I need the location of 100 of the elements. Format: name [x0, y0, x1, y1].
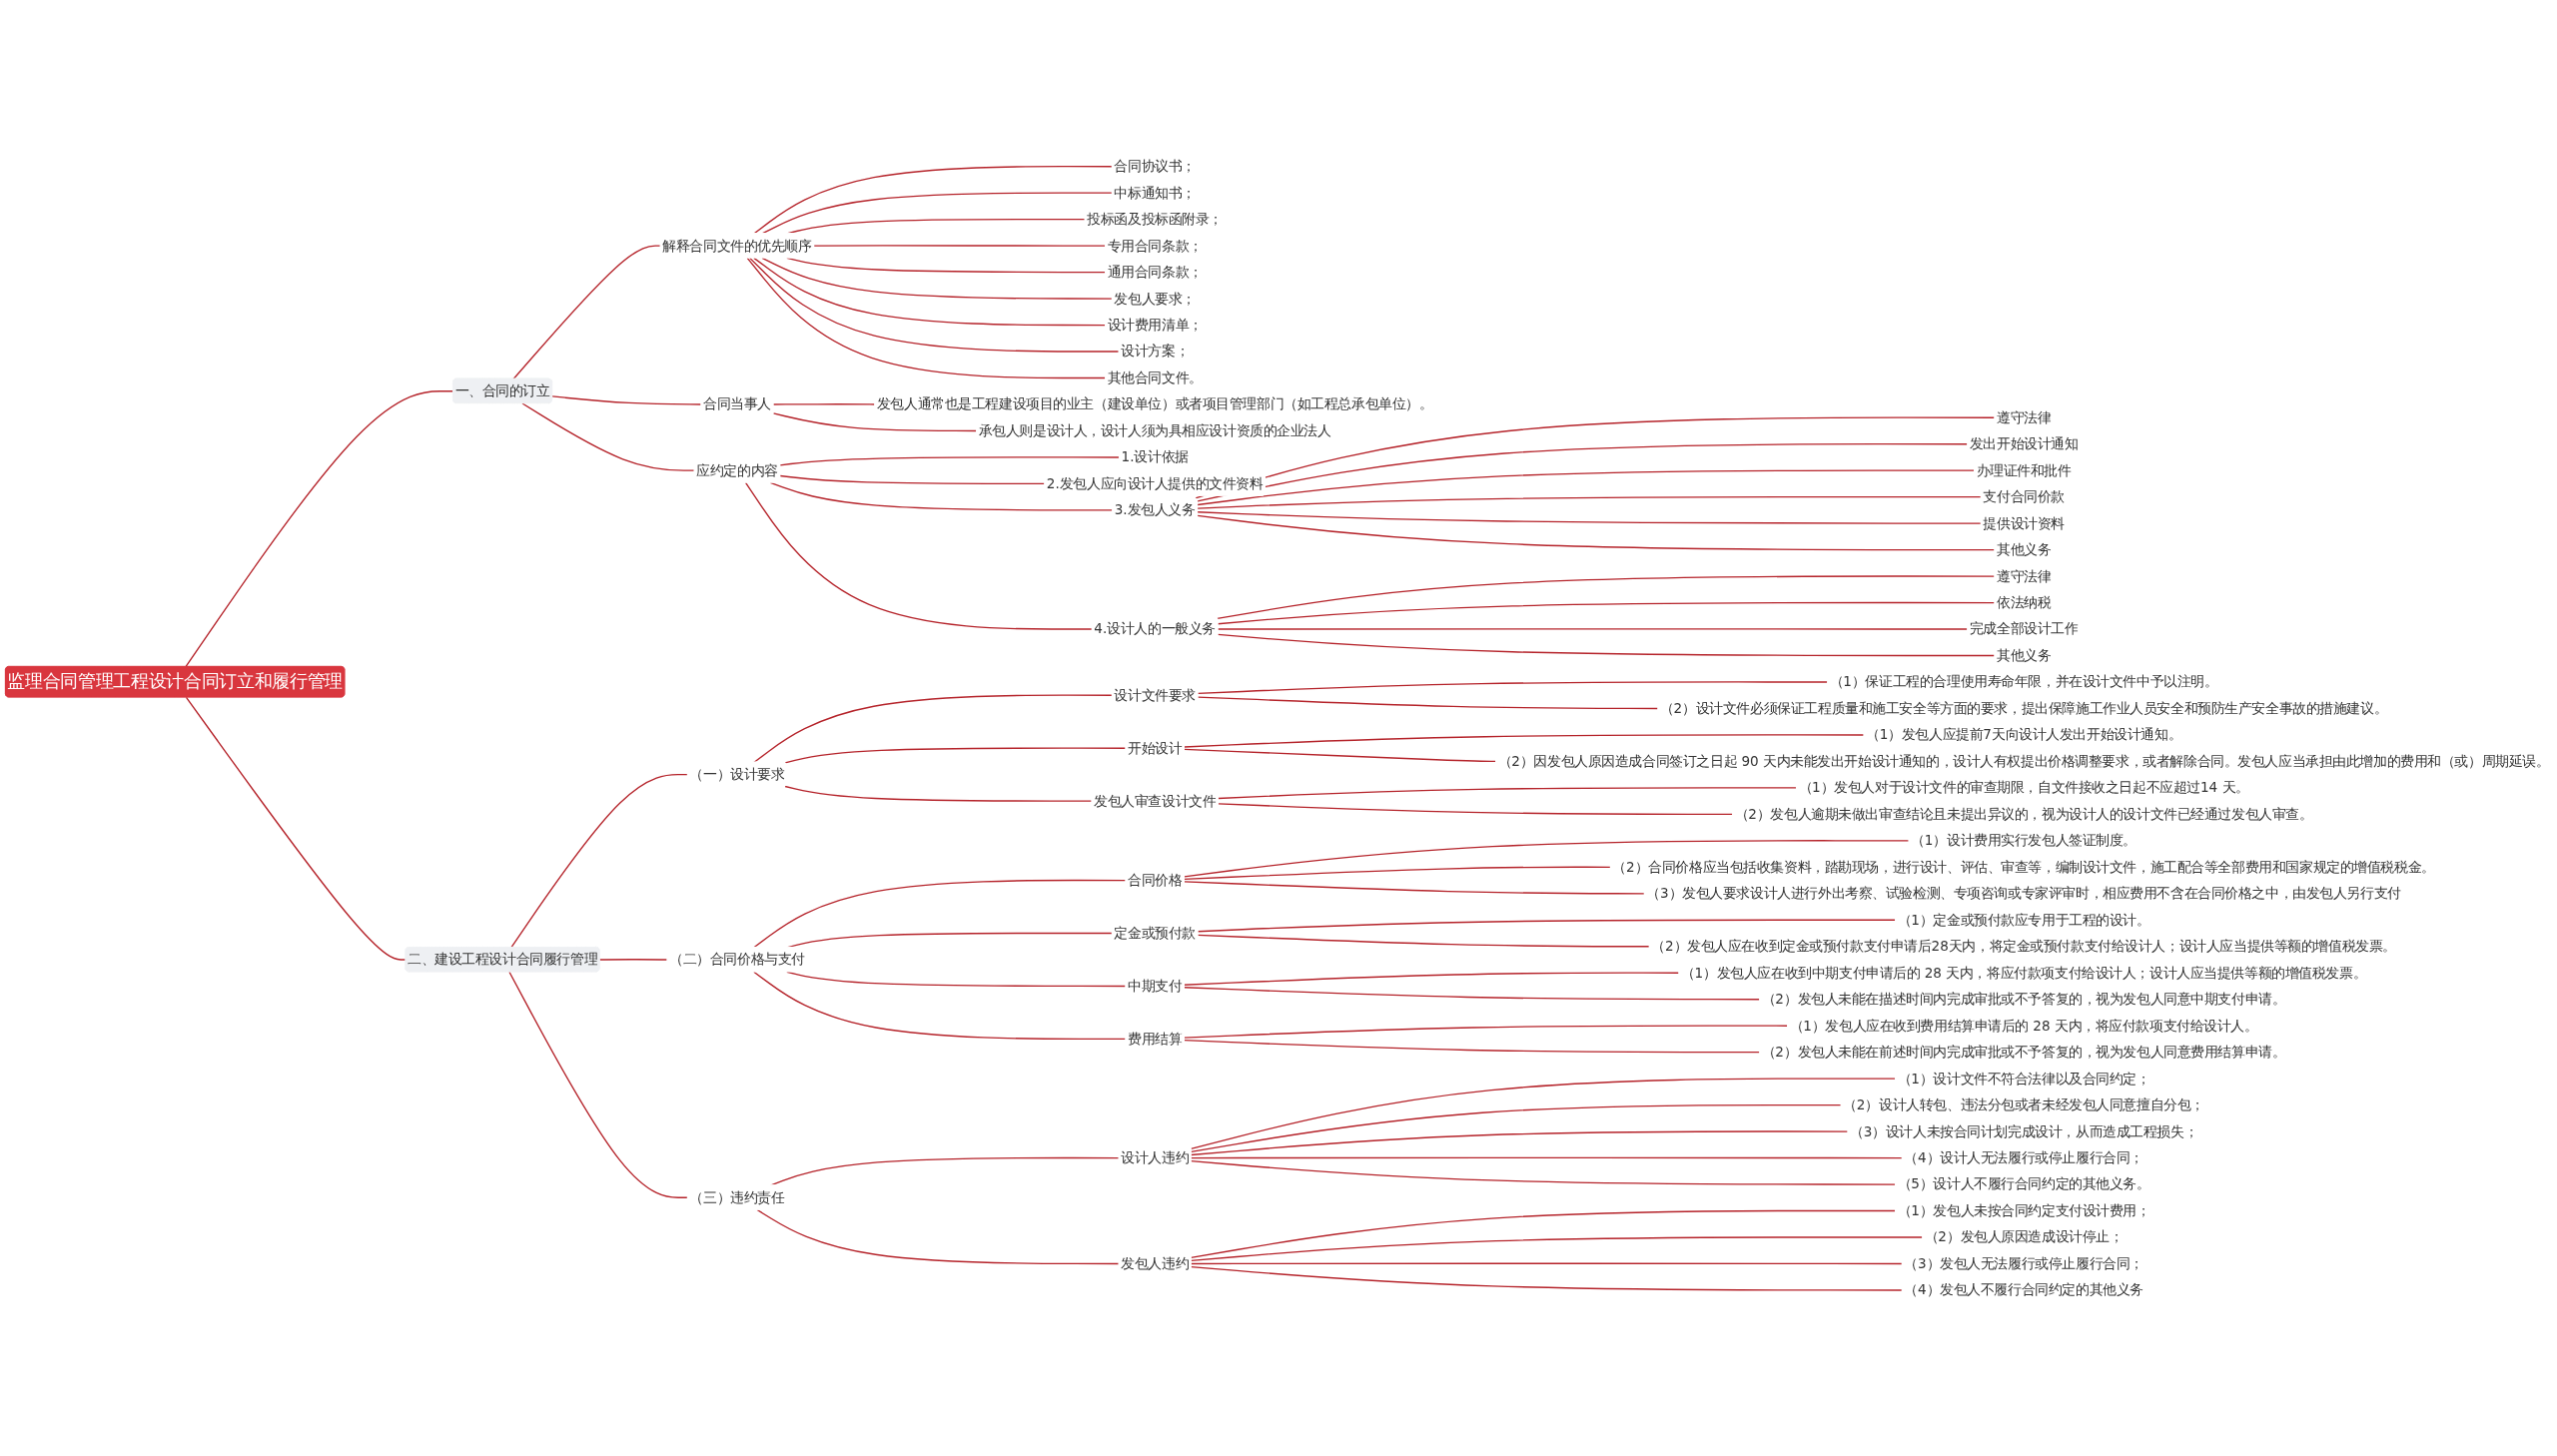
- connector: [521, 402, 696, 471]
- node-text: 设计文件要求: [1114, 686, 1196, 704]
- connector: [1197, 442, 1969, 502]
- connector: [1195, 416, 1996, 499]
- connector: [508, 971, 689, 1198]
- node-text: 4.设计人的一般义务: [1094, 620, 1216, 637]
- connector: [1184, 866, 1612, 880]
- connector: [1184, 748, 1497, 763]
- node-text: 其他义务: [1996, 541, 2052, 558]
- connector: [1184, 1025, 1789, 1039]
- connector: [761, 257, 1114, 300]
- node-text: （一）设计要求: [689, 766, 785, 783]
- node-text: （1）保证工程的合理使用寿命年限，并在设计文件中予以注明。: [1829, 673, 2218, 690]
- node-text: 提供设计资料: [1983, 514, 2065, 531]
- node-text: （1）发包人对于设计文件的审查期限，自文件接收之日起不应超过14 天。: [1798, 779, 2249, 796]
- connector: [1217, 628, 1969, 630]
- connector: [744, 481, 1094, 630]
- node-text: 合同协议书；: [1114, 158, 1196, 175]
- connector: [1184, 734, 1866, 748]
- connector: [1190, 1130, 1850, 1156]
- connector: [753, 165, 1114, 235]
- connector: [510, 773, 689, 949]
- connector: [1197, 511, 1983, 524]
- connector: [779, 474, 1046, 485]
- connector: [761, 192, 1114, 235]
- connector: [1197, 919, 1897, 933]
- connector: [784, 747, 1127, 764]
- connector: [779, 456, 1121, 466]
- node-text: （3）发包人要求设计人进行外出考察、试验检测、专项咨询或专家评审时，相应费用不含在合同价格之中，由发包人另行支付: [1646, 885, 2401, 902]
- node-text: （2）设计人转包、违法分包或者未经发包人同意擅自分包；: [1843, 1096, 2204, 1113]
- node-text: （2）发包人逾期未做出审查结论且未提出异议的，视为设计人的设计文件已经通过发包人审查。: [1734, 805, 2313, 823]
- node-text: （1）发包人应在收到中期支付申请后的 28 天内，将应付款项支付给设计人；设计人应当提供等额的增值税发票。: [1680, 964, 2367, 982]
- connector: [1184, 987, 1761, 1001]
- connector: [772, 412, 978, 432]
- node-text: （2）发包人原因造成设计停止；: [1924, 1228, 2124, 1245]
- node-text: （5）设计人不履行合同约定的其他义务。: [1897, 1175, 2150, 1192]
- connector: [551, 395, 702, 405]
- connector: [1190, 1236, 1924, 1262]
- node-text: 发包人违约: [1121, 1255, 1190, 1272]
- node-text: 1.设计依据: [1121, 448, 1189, 465]
- connector: [756, 1208, 1121, 1265]
- connector: [1217, 575, 1996, 620]
- connector: [1190, 1265, 1904, 1291]
- node-text: （4）发包人不履行合同约定的其他义务: [1904, 1281, 2143, 1298]
- node-text: 完成全部设计工作: [1969, 620, 2079, 637]
- connector: [1197, 934, 1651, 948]
- node-text: 投标函及投标函附录；: [1087, 211, 1224, 228]
- node-text: （1）发包人未按合同约定支付设计费用；: [1897, 1202, 2150, 1219]
- connector: [1217, 787, 1798, 800]
- connector: [772, 403, 876, 405]
- node-text: 承包人则是设计人，设计人须为具相应设计资质的企业法人: [978, 421, 1331, 439]
- connector: [746, 257, 1107, 379]
- node-text: 解释合同文件的优先顺序: [662, 237, 812, 254]
- node-text: 设计方案；: [1121, 343, 1190, 360]
- node-text: （1）定金或预付款应专用于工程的设计。: [1897, 911, 2150, 929]
- node-text: 应约定的内容: [696, 461, 778, 478]
- node-text: （二）合同价格与支付: [669, 951, 805, 968]
- connector: [1190, 1262, 1904, 1265]
- connector: [1197, 696, 1659, 710]
- connector: [185, 390, 454, 668]
- connector: [1184, 972, 1680, 986]
- connector: [749, 257, 1121, 353]
- connector: [786, 971, 1127, 988]
- connector: [1190, 1209, 1897, 1259]
- node-text: 开始设计: [1127, 739, 1183, 756]
- node-text: （三）违约责任: [689, 1188, 785, 1206]
- node-text: （2）发包人应在收到定金或预付款支付申请后28天内，将定金或预付款支付给设计人；设计人应当提供等额的增值税发票。: [1651, 938, 2396, 955]
- connector: [1197, 681, 1829, 695]
- connector: [1184, 1040, 1761, 1054]
- connector: [1217, 803, 1734, 816]
- connector: [185, 696, 407, 961]
- connector: [753, 257, 1107, 327]
- connector: [598, 959, 669, 961]
- node-text: 遵守法律: [1996, 567, 2052, 584]
- node-text: 发包人审查设计文件: [1094, 792, 1217, 809]
- node-text: 合同价格: [1127, 872, 1183, 889]
- node-text: 依法纳税: [1996, 594, 2052, 611]
- node-text: 通用合同条款；: [1107, 264, 1203, 281]
- node-text: 3.发包人义务: [1114, 501, 1196, 518]
- node-text: （2）发包人未能在前述时间内完成审批或不予答复的，视为发包人同意费用结算申请。: [1761, 1044, 2286, 1061]
- connector: [512, 245, 662, 380]
- node-text: 其他义务: [1996, 647, 2052, 664]
- connector: [1190, 1078, 1897, 1150]
- connector: [1190, 1103, 1843, 1153]
- node-text: （2）因发包人原因造成合同签订之日起 90 天内未能发出开始设计通知的，设计人有权提出价格调整要求，或者解除合同。发包人应当承担由此增加的费用和（或）周期延误。: [1497, 752, 2550, 770]
- node-text: 合同当事人: [703, 395, 771, 412]
- node-text: 其他合同文件。: [1107, 369, 1203, 386]
- node-text: 中标通知书；: [1114, 184, 1196, 201]
- node-text: 办理证件和批件: [1976, 461, 2072, 478]
- node-text: 中期支付: [1127, 978, 1183, 995]
- node-text: （2）合同价格应当包括收集资料，踏勘现场，进行设计、评估、审查等，编制设计文件，施工配合等全部费用和国家规定的增值税税金。: [1612, 858, 2435, 876]
- connector: [753, 694, 1114, 764]
- node-text: （2）发包人未能在描述时间内完成审批或不予答复的，视为发包人同意中期支付申请。: [1761, 991, 2286, 1008]
- node-text: （1）设计文件不符合法律以及合同约定；: [1897, 1070, 2150, 1087]
- node-text: 发出开始设计通知: [1969, 435, 2079, 452]
- node-text: 专用合同条款；: [1107, 237, 1203, 254]
- node-text: （3）发包人无法履行或停止履行合同；: [1904, 1255, 2143, 1272]
- connector: [753, 879, 1127, 949]
- node-text: （1）设计费用实行发包人签证制度。: [1911, 832, 2137, 849]
- node-text: （2）设计文件必须保证工程质量和施工安全等方面的要求，提出保障施工作业人员安全和预防生产安全事故的措施建议。: [1659, 700, 2388, 717]
